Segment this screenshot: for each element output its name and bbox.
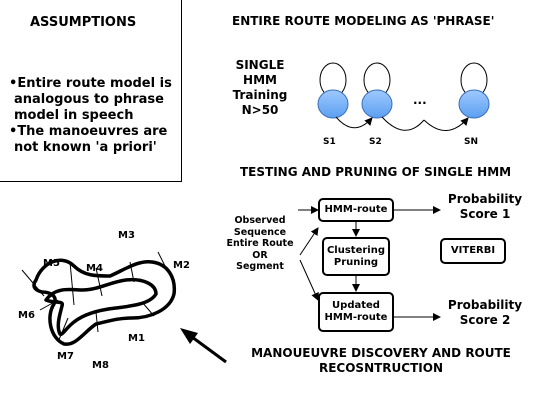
discovery-caption: MANOUEUVRE DISCOVERY AND ROUTE RECOSNTRU… xyxy=(240,346,522,376)
observed-line-2: Sequence xyxy=(233,226,287,238)
clustering-label: Clustering xyxy=(326,244,386,256)
state-s2 xyxy=(361,89,393,119)
prob-score-1-line-1: Probability xyxy=(447,192,523,206)
probability-score-1: Probability Score 1 xyxy=(442,192,528,222)
state-label-sn: SN xyxy=(464,137,479,147)
state-s1 xyxy=(317,89,349,119)
observed-line-4: OR xyxy=(252,249,268,261)
prob-score-1-line-2: Score 1 xyxy=(459,207,511,221)
manoeuvre-label-m5: M5 xyxy=(43,258,60,269)
prob-score-2-line-1: Probability xyxy=(447,298,523,312)
flow-arrows xyxy=(298,206,441,321)
training-label: SINGLE HMM Training N>50 xyxy=(222,58,298,118)
pruning-label: Pruning xyxy=(333,256,379,268)
assumption-bullet-2: The manoeuvres are not known 'a priori' xyxy=(9,124,179,156)
observed-line-3: Entire Route xyxy=(226,238,294,249)
training-line-1: SINGLE xyxy=(235,58,285,72)
assumptions-panel: ASSUMPTIONS Entire route model is analog… xyxy=(0,0,182,182)
state-label-s1: S1 xyxy=(323,137,336,147)
manoeuvre-label-m2: M2 xyxy=(173,260,190,271)
route-map-drawing xyxy=(21,251,177,346)
manoeuvre-label-m3: M3 xyxy=(118,230,135,241)
updated-hmm-route-box: Updated HMM-route xyxy=(318,292,394,332)
training-line-4: N>50 xyxy=(241,103,279,117)
discovery-line-1: MANOUEUVRE DISCOVERY AND ROUTE xyxy=(251,346,511,360)
clustering-pruning-box: Clustering Pruning xyxy=(322,237,390,276)
discovery-line-2: RECOSNTRUCTION xyxy=(318,361,443,375)
assumptions-title: ASSUMPTIONS xyxy=(30,15,137,30)
assumption-bullet-1: Entire route model is analogous to phras… xyxy=(9,76,179,124)
phrase-section-title: ENTIRE ROUTE MODELING AS 'PHRASE' xyxy=(232,14,495,28)
state-label-s2: S2 xyxy=(369,137,382,147)
hmm-route-box: HMM-route xyxy=(318,198,394,222)
prob-score-2-line-2: Score 2 xyxy=(459,313,511,327)
manoeuvre-label-m1: M1 xyxy=(128,333,145,344)
viterbi-box: VITERBI xyxy=(440,238,506,264)
manoeuvre-label-m4: M4 xyxy=(86,263,103,274)
manoeuvre-label-m7: M7 xyxy=(57,351,74,362)
manoeuvre-label-m8: M8 xyxy=(92,360,109,371)
assumptions-list: Entire route model is analogous to phras… xyxy=(9,76,179,156)
updated-hmm-route-label: HMM-route xyxy=(324,312,388,323)
state-sn xyxy=(458,89,490,119)
viterbi-label: VITERBI xyxy=(450,245,496,256)
training-line-2: HMM xyxy=(243,73,277,87)
state-ellipsis: ... xyxy=(413,93,427,107)
manoeuvre-label-m6: M6 xyxy=(18,310,35,321)
training-line-3: Training xyxy=(232,88,288,102)
observed-line-5: Segment xyxy=(236,261,284,272)
hmm-state-chain xyxy=(317,62,490,131)
observed-sequence-label: Observed Sequence Entire Route OR Segmen… xyxy=(220,215,300,273)
testing-section-title: TESTING AND PRUNING OF SINGLE HMM xyxy=(240,165,512,179)
discovery-arrow xyxy=(180,328,227,364)
observed-line-1: Observed xyxy=(234,215,286,226)
hmm-route-label: HMM-route xyxy=(324,204,388,215)
updated-label: Updated xyxy=(332,300,380,311)
probability-score-2: Probability Score 2 xyxy=(442,298,528,328)
